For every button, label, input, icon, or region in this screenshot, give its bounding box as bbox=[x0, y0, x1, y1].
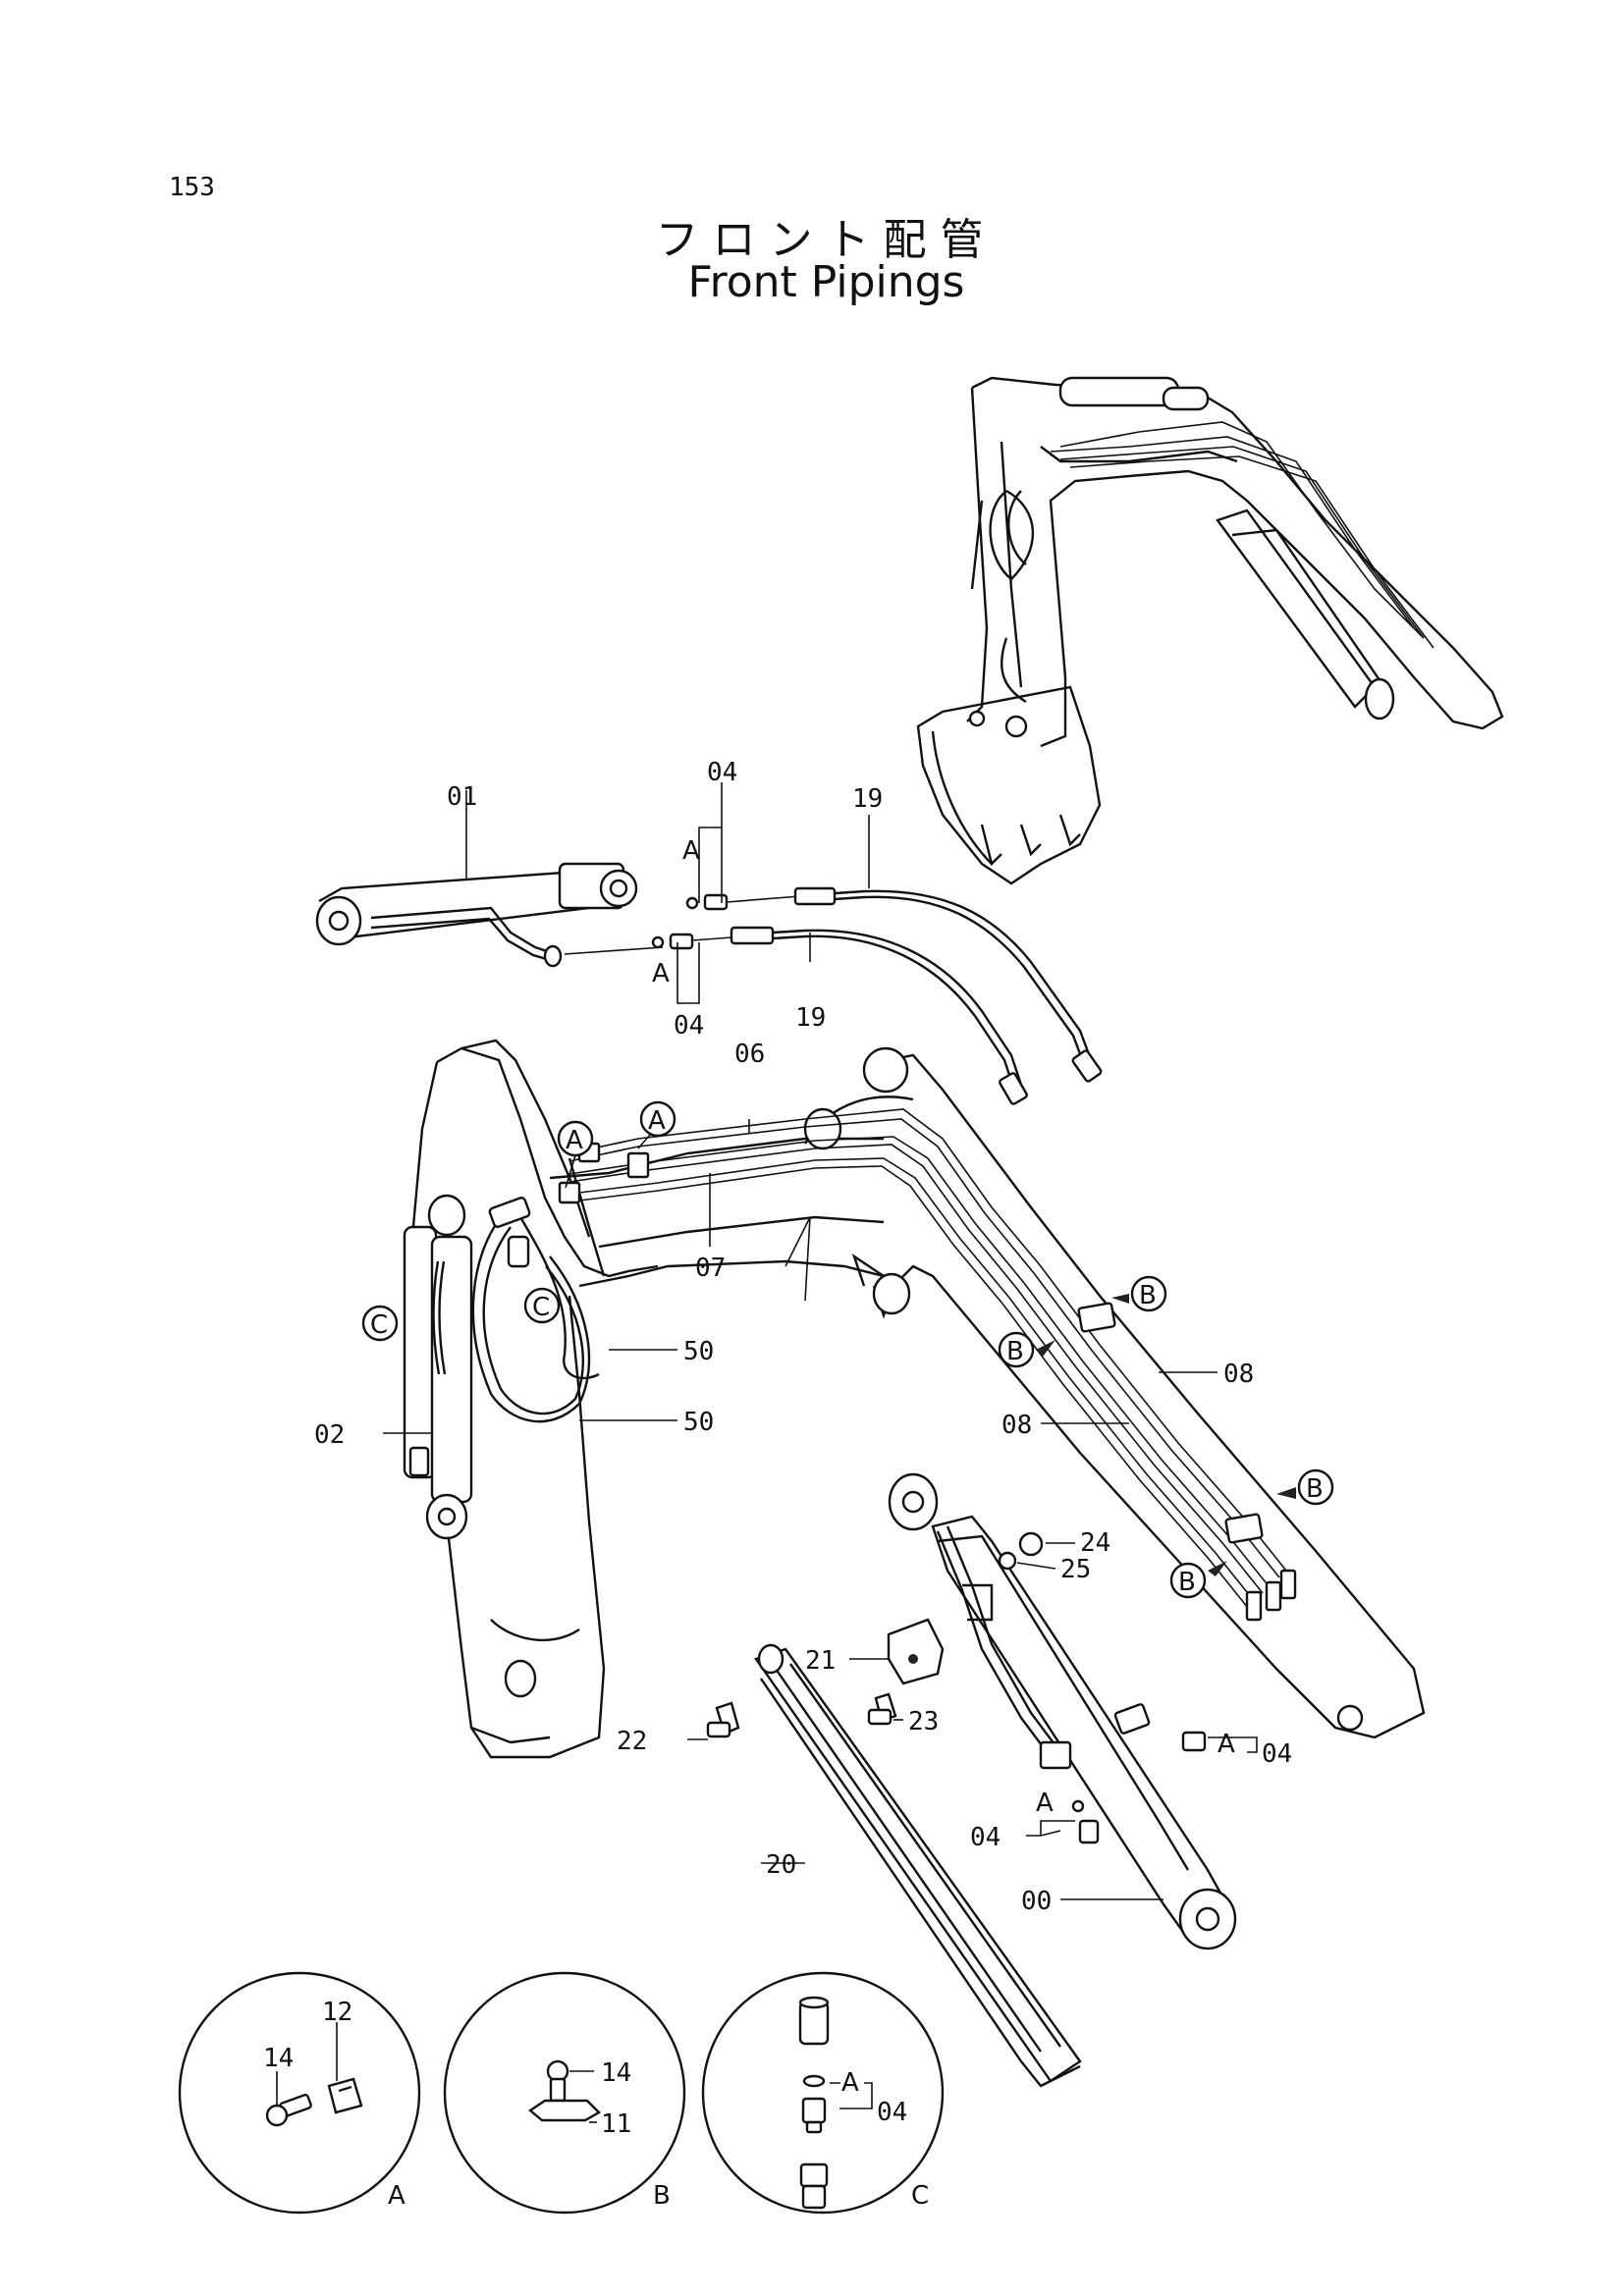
detail-C-letter: C bbox=[911, 2181, 929, 2211]
detail-C-label-A: A bbox=[841, 2068, 859, 2098]
callout-A: A bbox=[566, 1126, 583, 1155]
detail-A-letter: A bbox=[388, 2181, 406, 2211]
page-number: 153 bbox=[169, 173, 215, 202]
detail-B-label-14: 14 bbox=[601, 2058, 631, 2088]
detail-view-A: 14 12 A bbox=[178, 1971, 421, 2215]
label-part-50: 50 bbox=[683, 1337, 714, 1366]
detail-B-label-11: 11 bbox=[601, 2109, 631, 2139]
callout-C: C bbox=[370, 1310, 388, 1340]
label-part-04: 04 bbox=[674, 1011, 704, 1041]
cylinder-cover-part-20 bbox=[754, 1643, 1082, 2088]
detail-A-label-14: 14 bbox=[263, 2044, 294, 2073]
detail-callout-circles: A A B B B B C C bbox=[361, 1100, 1334, 1599]
boom-pipes bbox=[558, 1108, 1297, 1622]
callout-C: C bbox=[532, 1293, 550, 1322]
label-part-50: 50 bbox=[683, 1408, 714, 1437]
label-ref-A: A bbox=[682, 836, 700, 866]
label-part-19: 19 bbox=[795, 1003, 826, 1033]
leader-lines bbox=[383, 782, 1258, 1900]
page-title-japanese: フロント配管 bbox=[655, 215, 998, 265]
label-ref-A: A bbox=[652, 959, 670, 988]
detail-view-C: A 04 C bbox=[701, 1971, 945, 2215]
label-part-23: 23 bbox=[908, 1707, 939, 1736]
label-part-08: 08 bbox=[1001, 1411, 1032, 1440]
label-part-08: 08 bbox=[1223, 1360, 1254, 1389]
arm-cylinder-part-01 bbox=[315, 862, 664, 968]
fittings-top bbox=[651, 886, 1103, 1105]
detail-C-label-04: 04 bbox=[877, 2098, 907, 2127]
callout-B: B bbox=[1139, 1281, 1157, 1310]
label-part-04: 04 bbox=[970, 1823, 1001, 1852]
label-part-00: 00 bbox=[1021, 1887, 1052, 1916]
detail-B-letter: B bbox=[653, 2181, 671, 2211]
part-labels: 01 04 A A 04 19 19 06 07 08 08 50 50 02 … bbox=[314, 758, 1292, 1916]
arm-cylinder-part-00 bbox=[888, 1472, 1237, 1950]
callout-A: A bbox=[648, 1106, 666, 1136]
label-part-25: 25 bbox=[1060, 1555, 1091, 1584]
bracket-and-fasteners bbox=[706, 1531, 1044, 1738]
detail-view-B: 14 11 B bbox=[443, 1971, 686, 2215]
page-title-english: Front Pipings bbox=[687, 257, 965, 307]
callout-B: B bbox=[1178, 1568, 1196, 1597]
label-ref-A: A bbox=[1036, 1789, 1054, 1818]
label-part-02: 02 bbox=[314, 1420, 345, 1450]
label-part-04: 04 bbox=[707, 758, 737, 787]
label-part-01: 01 bbox=[447, 782, 477, 812]
label-part-24: 24 bbox=[1080, 1528, 1110, 1558]
label-part-04: 04 bbox=[1262, 1739, 1292, 1769]
excavator-front-overview bbox=[916, 376, 1504, 885]
label-part-20: 20 bbox=[766, 1850, 796, 1880]
callout-B: B bbox=[1306, 1474, 1324, 1504]
label-part-06: 06 bbox=[734, 1040, 765, 1069]
callout-B: B bbox=[1006, 1337, 1024, 1366]
label-part-21: 21 bbox=[805, 1646, 836, 1676]
label-part-22: 22 bbox=[617, 1727, 647, 1756]
fittings-04 bbox=[1071, 1731, 1207, 1844]
hoses-part-50 bbox=[471, 1197, 600, 1423]
label-ref-A: A bbox=[1217, 1730, 1235, 1759]
label-part-07: 07 bbox=[695, 1254, 726, 1283]
detail-A-label-12: 12 bbox=[322, 1998, 352, 2027]
label-part-19: 19 bbox=[852, 784, 883, 814]
boom-cylinder-part-02 bbox=[403, 1225, 473, 1540]
